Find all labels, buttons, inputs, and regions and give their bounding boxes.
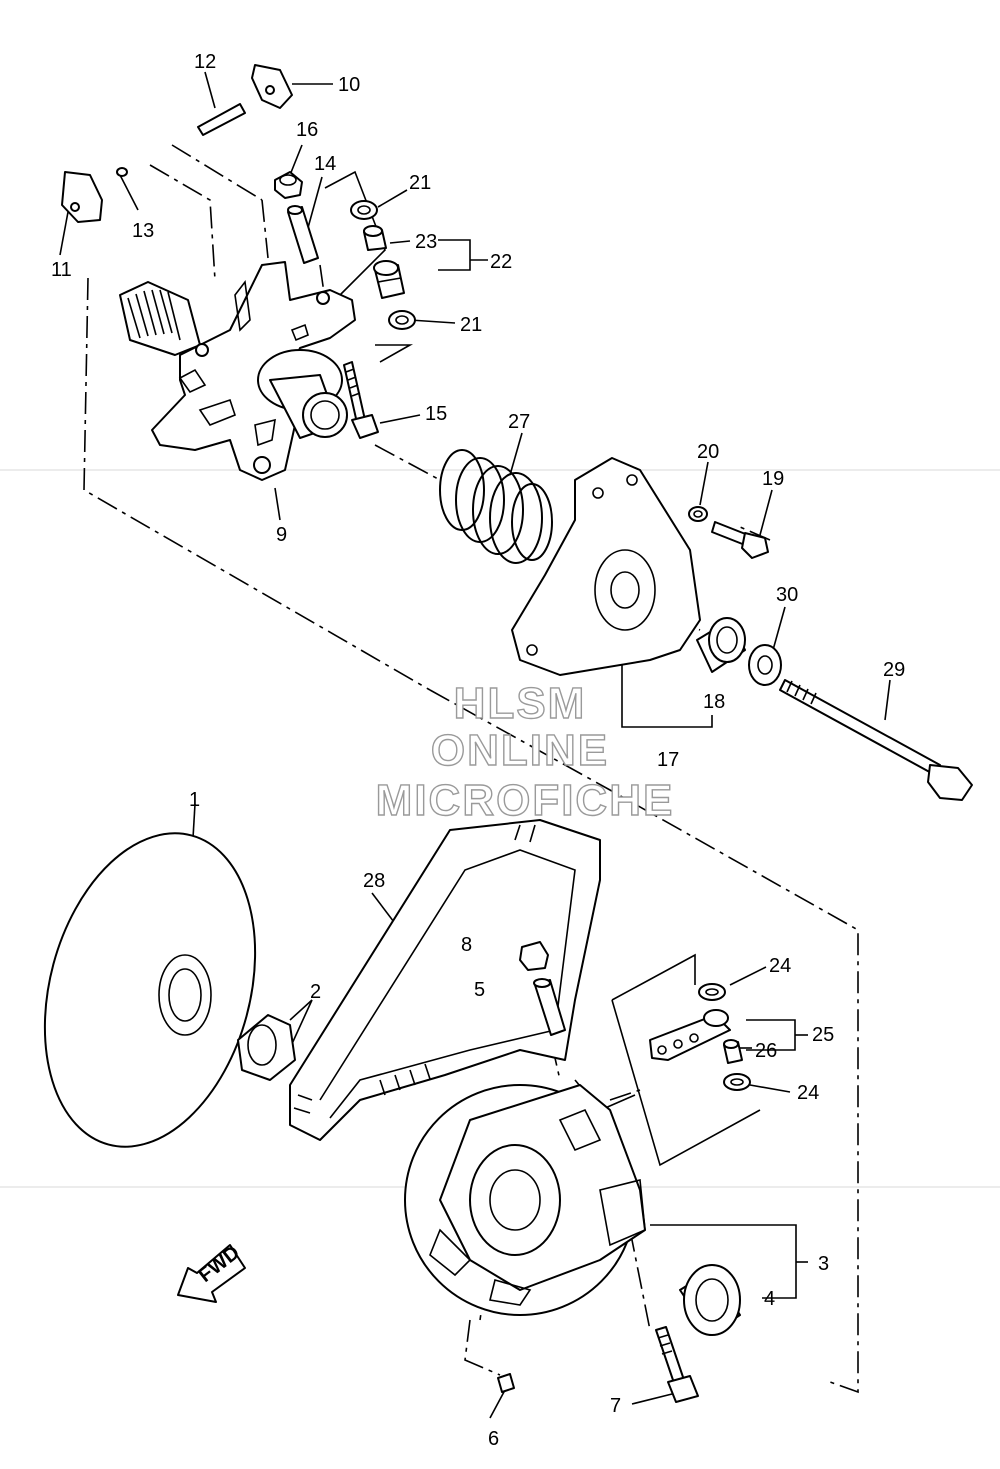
roller-22 bbox=[373, 260, 405, 299]
bolt-29 bbox=[779, 679, 973, 801]
watermark-line-1: HLSM bbox=[454, 679, 587, 728]
label-6: 6 bbox=[488, 1428, 499, 1450]
label-11: 11 bbox=[51, 259, 72, 281]
washer-24-bottom bbox=[723, 1073, 751, 1091]
label-24-top: 24 bbox=[769, 955, 791, 977]
roller-weight-10 bbox=[251, 64, 293, 109]
primary-sheave-hub bbox=[119, 261, 356, 481]
label-30: 30 bbox=[776, 584, 798, 606]
label-8: 8 bbox=[461, 934, 472, 956]
label-4: 4 bbox=[764, 1288, 775, 1310]
label-2: 2 bbox=[310, 981, 321, 1003]
label-12: 12 bbox=[194, 51, 216, 73]
secondary-sheave-3 bbox=[404, 1084, 646, 1316]
bolt-15 bbox=[343, 361, 379, 439]
plug-6 bbox=[497, 1373, 515, 1393]
label-17: 17 bbox=[657, 749, 679, 771]
washer-20 bbox=[688, 506, 708, 522]
washer-24-top bbox=[698, 983, 726, 1001]
label-9: 9 bbox=[276, 524, 287, 546]
label-21-top: 21 bbox=[409, 172, 431, 194]
label-29: 29 bbox=[883, 659, 905, 681]
collar-23 bbox=[363, 225, 387, 251]
label-1: 1 bbox=[189, 789, 200, 811]
label-25: 25 bbox=[812, 1024, 834, 1046]
label-21-bottom: 21 bbox=[460, 314, 482, 336]
label-22: 22 bbox=[490, 251, 512, 273]
pin-5 bbox=[533, 978, 566, 1036]
watermark-line-3: MICROFICHE bbox=[376, 776, 675, 825]
label-24-bottom: 24 bbox=[797, 1082, 819, 1104]
label-20: 20 bbox=[697, 441, 719, 463]
forward-arrow-icon: FWD bbox=[177, 1242, 246, 1303]
collar-26 bbox=[723, 1039, 743, 1064]
part-labels: 12 10 16 14 21 13 23 22 11 21 15 27 20 1… bbox=[51, 51, 905, 1450]
label-23: 23 bbox=[415, 231, 437, 253]
collar-2 bbox=[237, 1014, 296, 1081]
watermark-line-2: ONLINE bbox=[431, 726, 609, 775]
label-16: 16 bbox=[296, 119, 318, 141]
roller-arm-25 bbox=[649, 1009, 731, 1061]
label-28: 28 bbox=[363, 870, 385, 892]
label-27: 27 bbox=[508, 411, 530, 433]
spring-27 bbox=[439, 449, 553, 564]
bolt-7 bbox=[655, 1326, 699, 1403]
washer-21-top bbox=[350, 200, 378, 220]
label-5: 5 bbox=[474, 979, 485, 1001]
label-7: 7 bbox=[610, 1395, 621, 1417]
label-15: 15 bbox=[425, 403, 447, 425]
label-3: 3 bbox=[818, 1253, 829, 1275]
sheave-1 bbox=[43, 832, 257, 1148]
roller-weight-11 bbox=[61, 171, 103, 223]
bushing-16 bbox=[274, 171, 303, 199]
cover-17 bbox=[511, 457, 701, 676]
label-14: 14 bbox=[314, 153, 336, 175]
label-13: 13 bbox=[132, 220, 154, 242]
washer-21-bottom bbox=[388, 310, 416, 330]
bolt-19 bbox=[711, 521, 769, 559]
pin-14 bbox=[287, 205, 319, 264]
label-26: 26 bbox=[755, 1040, 777, 1062]
bushing-8 bbox=[519, 941, 549, 971]
label-18: 18 bbox=[703, 691, 725, 713]
o-ring-13 bbox=[116, 167, 128, 177]
grouping-brackets bbox=[324, 170, 808, 1299]
bushing-18 bbox=[696, 617, 746, 673]
washer-30 bbox=[748, 644, 782, 686]
watermark: HLSM ONLINE MICROFICHE bbox=[375, 678, 675, 825]
label-10: 10 bbox=[338, 74, 360, 96]
drive-belt-28 bbox=[289, 819, 601, 1141]
label-19: 19 bbox=[762, 468, 784, 490]
bushing-4 bbox=[679, 1264, 741, 1336]
pin-12 bbox=[197, 103, 246, 136]
